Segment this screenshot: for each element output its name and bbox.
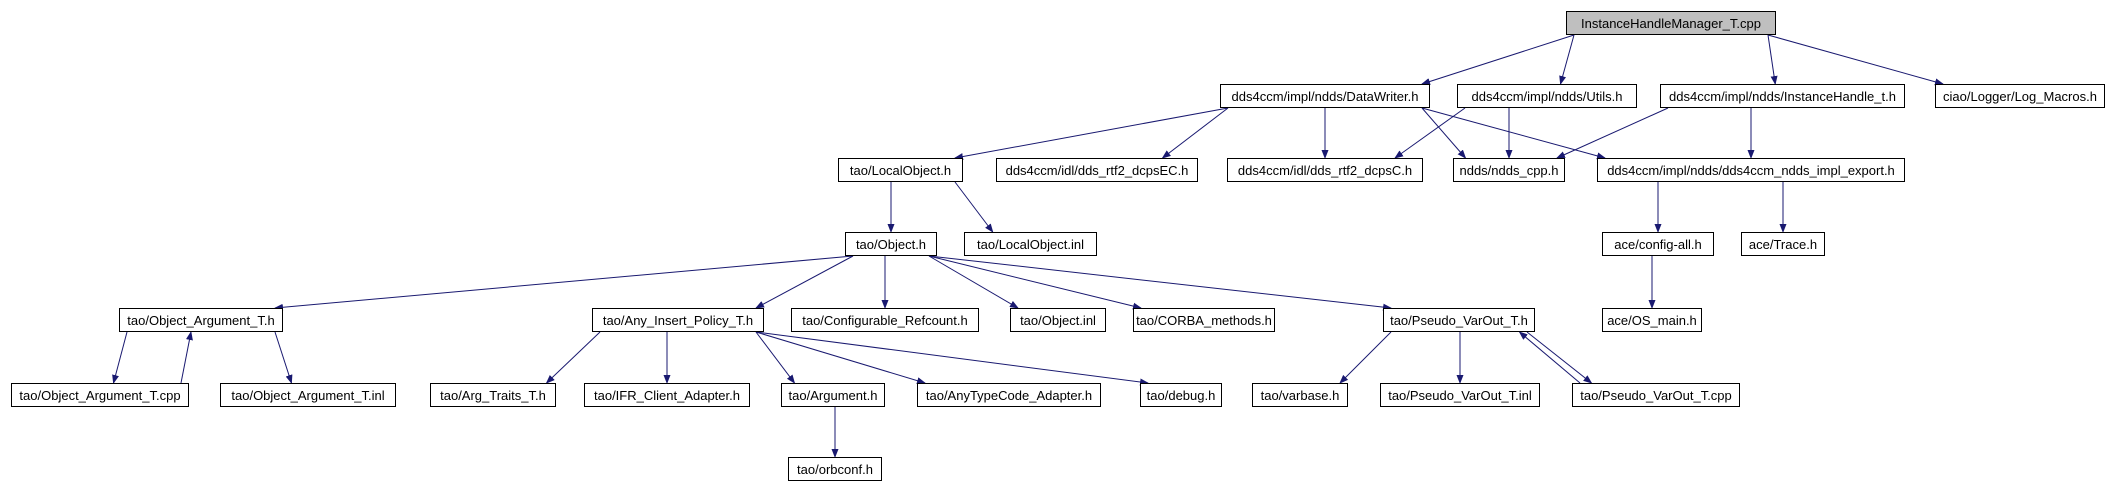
edge-datawriter-localobject	[954, 107, 1229, 161]
edge-object-anyinsert	[755, 255, 854, 309]
graph-node-localobject[interactable]: tao/LocalObject.h	[838, 158, 963, 182]
edge-object-pseudovarh	[928, 255, 1392, 311]
graph-node-implexport[interactable]: dds4ccm/impl/ndds/dds4ccm_ndds_impl_expo…	[1597, 158, 1905, 182]
graph-node-utils[interactable]: dds4ccm/impl/ndds/Utils.h	[1457, 84, 1637, 108]
graph-node-objargcpp[interactable]: tao/Object_Argument_T.cpp	[11, 383, 189, 407]
graph-node-nddscpp[interactable]: ndds/ndds_cpp.h	[1453, 158, 1565, 182]
graph-node-argument[interactable]: tao/Argument.h	[781, 383, 885, 407]
graph-node-dcpsec[interactable]: dds4ccm/idl/dds_rtf2_dcpsEC.h	[996, 158, 1198, 182]
edge-objargcpp-objargh	[180, 331, 193, 384]
graph-node-objargh[interactable]: tao/Object_Argument_T.h	[119, 308, 283, 332]
graph-node-object[interactable]: tao/Object.h	[845, 232, 937, 256]
graph-node-datawriter[interactable]: dds4ccm/impl/ndds/DataWriter.h	[1220, 84, 1430, 108]
edge-object-objectinl	[928, 255, 1019, 309]
graph-node-corbamethods[interactable]: tao/CORBA_methods.h	[1133, 308, 1275, 332]
edge-utils-dcpsc	[1394, 107, 1466, 159]
graph-node-instancehandle[interactable]: dds4ccm/impl/ndds/InstanceHandle_t.h	[1660, 84, 1905, 108]
edge-anyinsert-argtraits	[545, 331, 601, 384]
edge-main-datawriter	[1421, 34, 1575, 85]
graph-node-main: InstanceHandleManager_T.cpp	[1566, 11, 1776, 35]
edge-objargh-objargcpp	[112, 331, 128, 384]
graph-node-configall[interactable]: ace/config-all.h	[1602, 232, 1714, 256]
graph-node-pseudovarcpp[interactable]: tao/Pseudo_VarOut_T.cpp	[1572, 383, 1740, 407]
graph-node-logmacros[interactable]: ciao/Logger/Log_Macros.h	[1935, 84, 2105, 108]
graph-node-trace[interactable]: ace/Trace.h	[1741, 232, 1825, 256]
edge-objargh-objarginl	[274, 331, 293, 384]
edge-localobject-localobjectinl	[954, 181, 994, 233]
graph-node-configrefcount[interactable]: tao/Configurable_Refcount.h	[791, 308, 979, 332]
edge-anyinsert-debug	[755, 331, 1149, 386]
edge-pseudovarh-pseudovarcpp	[1526, 331, 1593, 384]
edge-anyinsert-anytypecode	[755, 331, 926, 385]
graph-node-localobjectinl[interactable]: tao/LocalObject.inl	[964, 232, 1097, 256]
edge-object-corbamethods	[928, 255, 1142, 310]
edge-object-objargh	[274, 255, 854, 311]
graph-node-ifrclient[interactable]: tao/IFR_Client_Adapter.h	[584, 383, 750, 407]
edge-datawriter-dcpsec	[1161, 107, 1229, 159]
graph-node-dcpsc[interactable]: dds4ccm/idl/dds_rtf2_dcpsC.h	[1227, 158, 1423, 182]
graph-node-debug[interactable]: tao/debug.h	[1140, 383, 1222, 407]
edge-pseudovarh-varbase	[1339, 331, 1392, 384]
graph-node-pseudovarinl[interactable]: tao/Pseudo_VarOut_T.inl	[1380, 383, 1540, 407]
graph-node-anytypecode[interactable]: tao/AnyTypeCode_Adapter.h	[917, 383, 1101, 407]
graph-node-argtraits[interactable]: tao/Arg_Traits_T.h	[430, 383, 556, 407]
graph-node-orbconf[interactable]: tao/orbconf.h	[788, 457, 882, 481]
graph-node-objarginl[interactable]: tao/Object_Argument_T.inl	[220, 383, 396, 407]
graph-node-pseudovarh[interactable]: tao/Pseudo_VarOut_T.h	[1383, 308, 1535, 332]
edge-instancehandle-nddscpp	[1556, 107, 1669, 159]
graph-node-objectinl[interactable]: tao/Object.inl	[1010, 308, 1106, 332]
graph-node-anyinsert[interactable]: tao/Any_Insert_Policy_T.h	[592, 308, 764, 332]
graph-node-osmain[interactable]: ace/OS_main.h	[1602, 308, 1702, 332]
graph-node-varbase[interactable]: tao/varbase.h	[1252, 383, 1348, 407]
edge-main-logmacros	[1767, 34, 1944, 86]
edge-pseudovarcpp-pseudovarh	[1518, 331, 1581, 384]
edge-anyinsert-argument	[755, 331, 796, 384]
edge-datawriter-nddscpp	[1421, 107, 1467, 159]
edge-datawriter-implexport	[1421, 107, 1606, 160]
edge-main-utils	[1559, 34, 1575, 85]
edge-main-instancehandle	[1767, 34, 1778, 85]
